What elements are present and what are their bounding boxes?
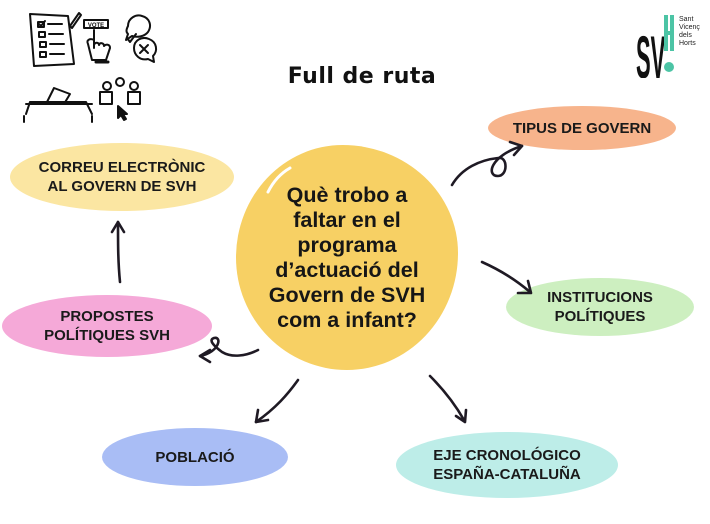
arrow-to-institucions — [480, 260, 533, 295]
arrow-to-correu — [110, 220, 126, 284]
node-propostes-politiques[interactable]: PROPOSTES POLÍTIQUES SVH — [2, 295, 212, 357]
arrow-to-tipus — [450, 140, 524, 187]
vote-button-icon — [83, 19, 111, 64]
node-correu-electronic[interactable]: CORREU ELECTRÒNIC AL GOVERN DE SVH — [10, 143, 234, 211]
speech-bubbles-icon — [125, 14, 158, 63]
node-institucions-politiques[interactable]: INSTITUCIONS POLÍTIQUES — [506, 278, 694, 336]
node-tipus-de-govern[interactable]: TIPUS DE GOVERN — [488, 106, 676, 150]
checklist-icon — [29, 12, 82, 67]
arrow-to-propostes — [198, 336, 260, 364]
node-eje-cronologico[interactable]: EJE CRONOLÓGICO ESPAÑA-CATALUÑA — [396, 432, 618, 498]
node-label: PROPOSTES POLÍTIQUES SVH — [44, 308, 170, 344]
page-title: Full de ruta — [287, 64, 437, 89]
vote-label: VOTE — [88, 23, 104, 29]
node-label: INSTITUCIONS POLÍTIQUES — [547, 289, 653, 325]
node-label: EJE CRONOLÓGICO ESPAÑA-CATALUÑA — [433, 447, 581, 483]
node-label: TIPUS DE GOVERN — [512, 119, 652, 137]
node-label: CORREU ELECTRÒNIC AL GOVERN DE SVH — [38, 159, 206, 195]
arrow-to-poblacio — [254, 378, 300, 424]
node-poblacio[interactable]: POBLACIÓ — [102, 428, 288, 486]
central-question-bubble: Què trobo a faltar en el programa d’actu… — [236, 145, 458, 370]
central-question: Què trobo a faltar en el programa d’actu… — [268, 182, 426, 332]
node-label: POBLACIÓ — [155, 448, 235, 466]
arrow-to-eje — [428, 374, 468, 424]
ballot-box-icon — [23, 87, 93, 123]
logo-text: Sant Vicenç dels Horts — [679, 16, 700, 47]
